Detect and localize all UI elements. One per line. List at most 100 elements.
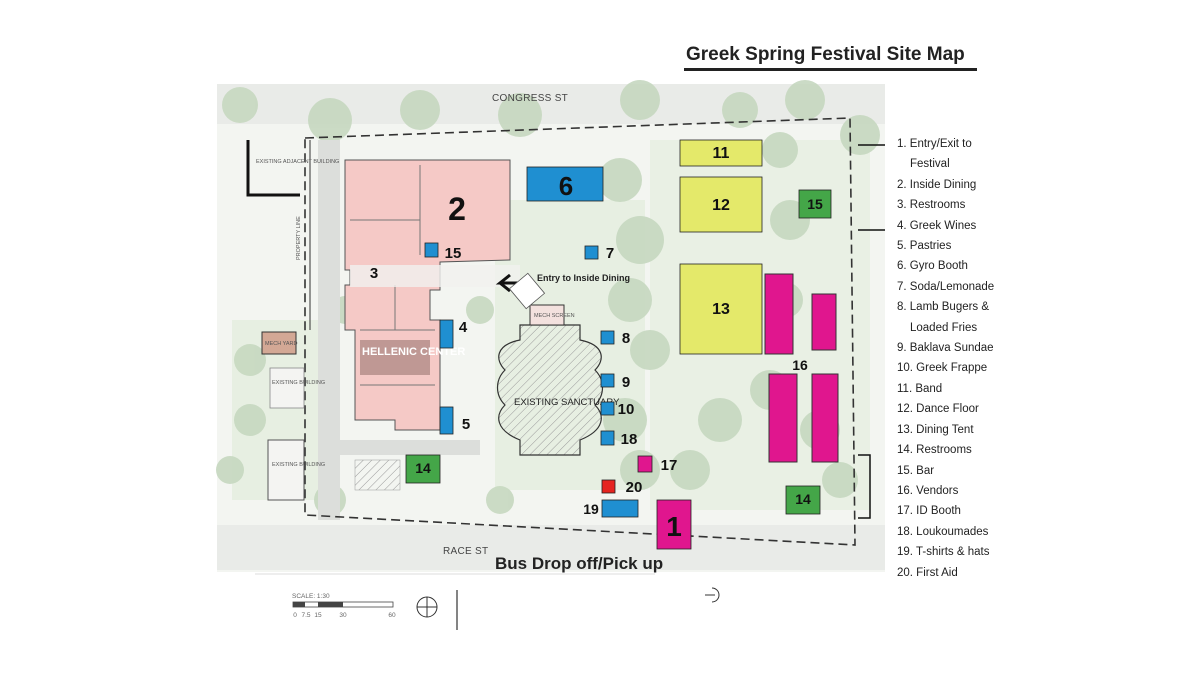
marker-14-box xyxy=(785,485,821,515)
legend-item: 18. Loukoumades xyxy=(897,525,989,538)
scale-tick-label: 30 xyxy=(339,612,347,619)
tree xyxy=(466,296,494,324)
tree xyxy=(608,278,652,322)
legend-item: 9. Baklava Sundae xyxy=(897,342,994,355)
marker-15-box xyxy=(798,189,832,219)
tree xyxy=(498,93,542,137)
scale-title: SCALE: 1:30 xyxy=(292,593,330,600)
driveway xyxy=(318,140,480,520)
marker-4-box xyxy=(439,319,454,349)
marker-17-box xyxy=(637,455,653,473)
north-arrow xyxy=(711,587,720,603)
legend-item: 13. Dining Tent xyxy=(897,423,974,436)
hellenic-center-label-bg xyxy=(360,340,430,375)
marker-2-label: 2 xyxy=(448,191,466,227)
marker-3-label: 3 xyxy=(370,265,378,282)
marker-7-box xyxy=(584,245,599,260)
existing-building-label-1: EXISTING BUILDING xyxy=(272,380,325,386)
tree xyxy=(234,404,266,436)
tree xyxy=(698,398,742,442)
congress-st-label: CONGRESS ST xyxy=(492,93,568,104)
marker-19-label: 19 xyxy=(583,501,599,517)
marker-6-box xyxy=(526,166,604,202)
legend-item: 8. Lamb Bugers & xyxy=(897,301,990,314)
scale-tick-label: 15 xyxy=(314,612,322,619)
marker-20-box xyxy=(601,479,616,494)
marker-6-label: 6 xyxy=(559,171,573,201)
legend-item: 14. Restrooms xyxy=(897,444,972,457)
marker-11-box xyxy=(679,139,763,167)
tree xyxy=(400,90,440,130)
tree xyxy=(785,80,825,120)
tree xyxy=(822,462,858,498)
scale-bar-fill xyxy=(293,602,305,607)
existing-adjacent-building-label: EXISTING ADJACENT BUILDING xyxy=(256,159,339,165)
legend-item: 10. Greek Frappe xyxy=(897,362,988,375)
marker-11-label: 11 xyxy=(713,145,730,162)
entry-inside-dining-label: Entry to Inside Dining xyxy=(537,273,630,283)
marker-10-box xyxy=(600,401,615,416)
scale-tick-label: 7.5 xyxy=(301,612,310,619)
marker-14-label: 14 xyxy=(795,491,811,507)
east-boundary-bracket xyxy=(858,144,885,519)
tree xyxy=(616,216,664,264)
marker-1-box xyxy=(656,499,692,550)
mech-screen-label: MECH SCREEN xyxy=(534,313,575,319)
legend-item: Festival xyxy=(910,158,950,171)
legend-item: 19. T-shirts & hats xyxy=(897,546,990,559)
tree xyxy=(762,132,798,168)
marker-12-label: 12 xyxy=(712,197,730,214)
scale-bar xyxy=(292,601,394,608)
tree xyxy=(840,115,880,155)
legend-list: 1. Entry/Exit to Festival 2. Inside Dining… xyxy=(897,134,1197,583)
legend-item: 16. Vendors xyxy=(897,484,959,497)
vendor-booth xyxy=(811,293,837,351)
title-underline xyxy=(684,68,977,71)
marker-15-label: 15 xyxy=(807,196,823,212)
marker-5-box xyxy=(439,406,454,435)
marker-12-box xyxy=(679,176,763,233)
scale-bar-fill xyxy=(318,602,343,607)
tree xyxy=(598,158,642,202)
marker-7-label: 7 xyxy=(606,245,614,262)
bus-dropoff-label: Bus Drop off/Pick up xyxy=(495,554,663,573)
vendor-booth xyxy=(768,373,798,463)
marker-13-box xyxy=(679,263,763,355)
tree xyxy=(722,92,758,128)
tree xyxy=(620,80,660,120)
legend-item: 4. Greek Wines xyxy=(897,219,977,232)
tree xyxy=(222,87,258,123)
marker-4-label: 4 xyxy=(459,319,468,336)
legend-item: Loaded Fries xyxy=(910,321,978,334)
race-st-label: RACE ST xyxy=(443,546,488,557)
tree xyxy=(670,450,710,490)
sanctuary-building xyxy=(496,324,604,456)
legend-item: 11. Band xyxy=(897,382,943,395)
mech-screen-box xyxy=(529,304,565,326)
marker-17-label: 17 xyxy=(661,457,678,474)
legend-item: 6. Gyro Booth xyxy=(897,260,968,273)
walkway xyxy=(350,265,520,287)
marker-1-label: 1 xyxy=(666,511,682,542)
property-line-label: PROPERTY LINE xyxy=(296,216,302,260)
marker-13-label: 13 xyxy=(712,301,730,318)
legend-item: 20. First Aid xyxy=(897,566,958,579)
ramp xyxy=(508,272,546,310)
marker-8-label: 8 xyxy=(622,330,630,347)
marker-9-label: 9 xyxy=(622,374,630,391)
marker-9-box xyxy=(600,373,615,388)
marker-18-label: 18 xyxy=(621,431,638,448)
race-street-band xyxy=(217,525,885,570)
property-boundary xyxy=(304,117,856,546)
marker-15-box xyxy=(424,242,439,258)
legend-item: 2. Inside Dining xyxy=(897,178,977,191)
legend-item: 17. ID Booth xyxy=(897,505,961,518)
legend-item: 1. Entry/Exit to xyxy=(897,138,972,150)
legend-item: 15. Bar xyxy=(897,464,935,477)
marker-14-box xyxy=(405,454,441,484)
legend-item: 7. Soda/Lemonade xyxy=(897,280,995,293)
adjacent-building-outline xyxy=(246,140,300,197)
